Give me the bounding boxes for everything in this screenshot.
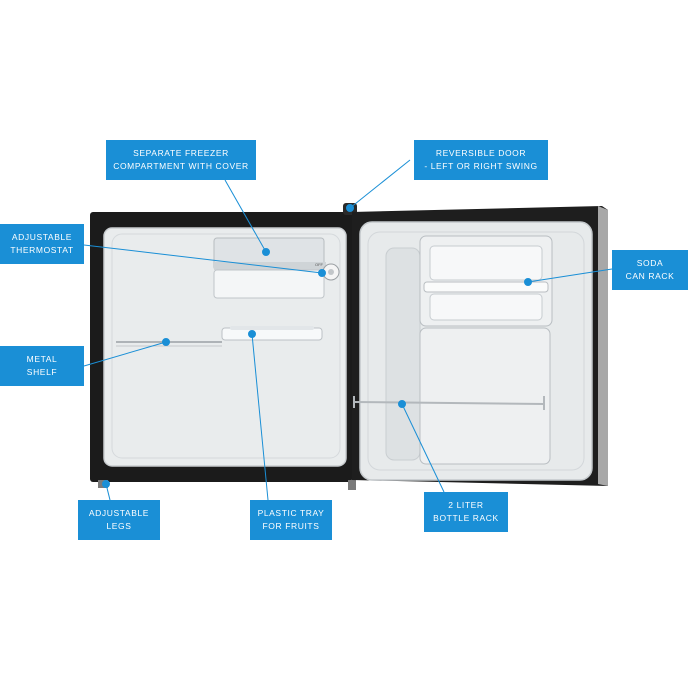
plastic-tray	[221, 326, 323, 341]
tray-leader	[251, 333, 269, 501]
fridge-door	[352, 206, 608, 486]
freezer-leader	[224, 179, 267, 253]
bottle-leader	[401, 403, 445, 493]
thermostat-dial: OFF	[315, 262, 340, 281]
shelf-leader	[83, 341, 167, 367]
freezer-compartment	[213, 237, 326, 299]
soda-leader	[527, 268, 613, 283]
door-leader	[349, 159, 411, 209]
door-callout: REVERSIBLE DOOR- LEFT OR RIGHT SWING	[414, 140, 548, 180]
thermostat-leader	[83, 244, 323, 274]
soda-rack	[419, 235, 553, 327]
dial-label: OFF	[315, 262, 324, 267]
bottle-rack	[353, 327, 551, 465]
